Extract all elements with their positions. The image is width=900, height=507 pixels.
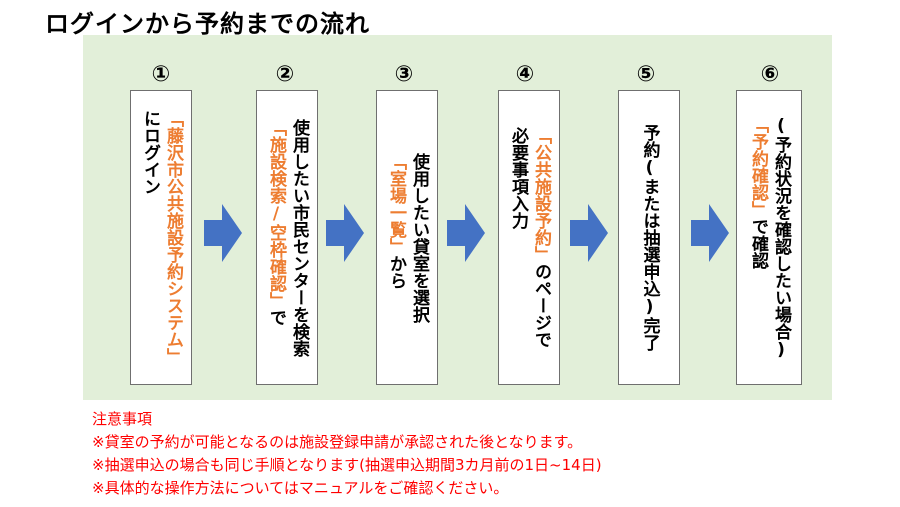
step-6-text: (予約状況を確認したい場合) 「予約確認」で確認 — [748, 115, 791, 360]
notes: 注意事項 ※貸室の予約が可能となるのは施設登録申請が承認された後となります。 ※… — [92, 408, 602, 500]
step-2-text: 使用したい市民センターを検索 「施設検索/空枠確認」で — [266, 118, 309, 357]
step-1-system-name: 「藤沢市公共施設予約システム」 — [163, 110, 183, 365]
step-3-box: 使用したい貸室を選択 「室場一覧」から — [376, 90, 438, 385]
step-2-box: 使用したい市民センターを検索 「施設検索/空枠確認」で — [256, 90, 318, 385]
step-5-number: ⑤ — [636, 62, 656, 87]
arrow-right-icon — [570, 204, 608, 262]
step-1-text: 「藤沢市公共施設予約システム」 にログイン — [140, 110, 183, 365]
step-3-text: 使用したい貸室を選択 「室場一覧」から — [386, 152, 429, 323]
step-4-text: 「公共施設予約」のページで 必要事項入力 — [508, 127, 551, 348]
step-4-box: 「公共施設予約」のページで 必要事項入力 — [498, 90, 560, 385]
note-item: ※具体的な操作方法についてはマニュアルをご確認ください。 — [92, 479, 509, 497]
step-6-box: (予約状況を確認したい場合) 「予約確認」で確認 — [736, 90, 802, 385]
step-5-text: 予約(または抽選申込)完了 — [639, 124, 660, 351]
step-2-search-link-text: 「施設検索/空枠確認」で — [266, 118, 286, 326]
flow-panel — [83, 35, 832, 400]
arrow-right-icon — [204, 204, 242, 262]
step-5-box: 予約(または抽選申込)完了 — [618, 90, 680, 385]
step-1-box: 「藤沢市公共施設予約システム」 にログイン — [130, 90, 192, 385]
arrow-right-icon — [326, 204, 364, 262]
note-item: ※抽選申込の場合も同じ手順となります(抽選申込期間3カ月前の1日~14日) — [92, 456, 602, 474]
step-4-number: ④ — [515, 62, 535, 87]
note-item: ※貸室の予約が可能となるのは施設登録申請が承認された後となります。 — [92, 433, 583, 451]
step-6-number: ⑥ — [760, 62, 780, 87]
step-2-number: ② — [275, 62, 295, 87]
page-title: ログインから予約までの流れ — [45, 10, 370, 38]
step-1-number: ① — [151, 62, 171, 87]
arrow-right-icon — [447, 204, 485, 262]
step-3-number: ③ — [394, 62, 414, 87]
arrow-right-icon — [691, 204, 729, 262]
notes-heading: 注意事項 — [92, 410, 153, 428]
